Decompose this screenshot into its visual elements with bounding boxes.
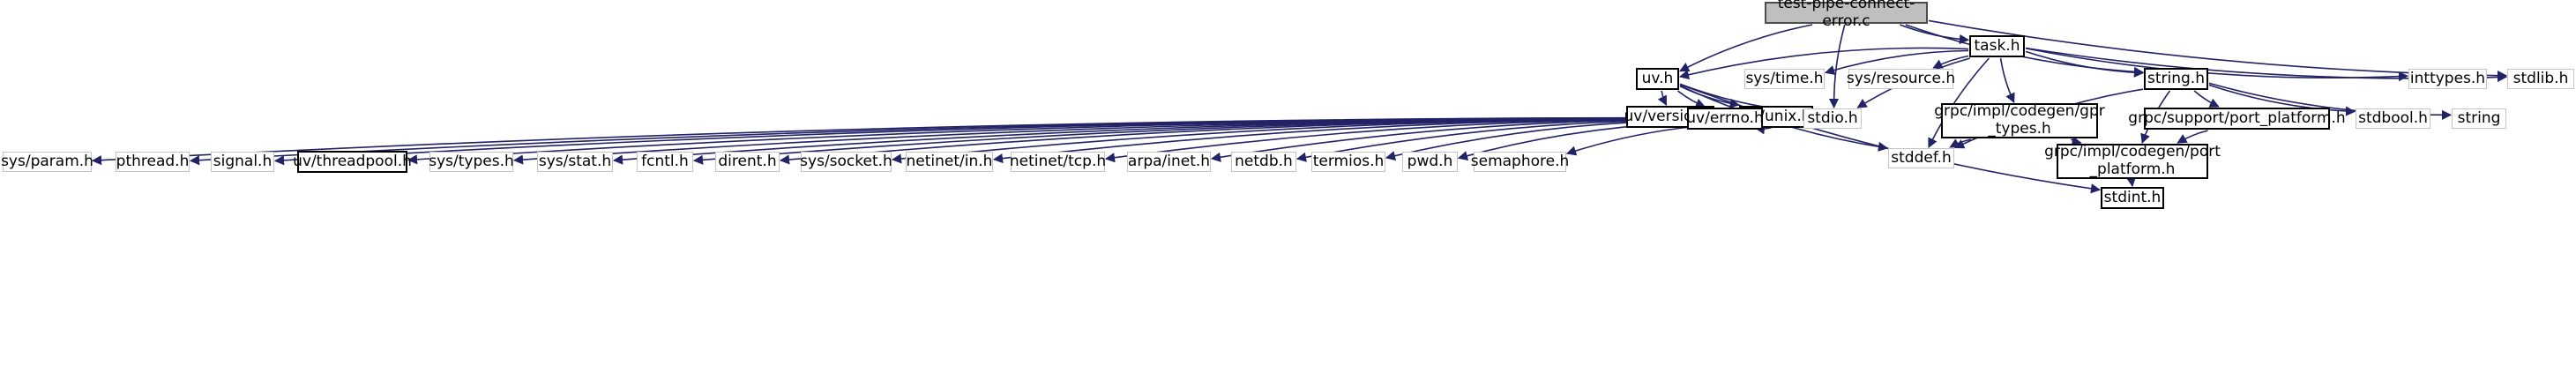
graph-node-uv-h[interactable]: uv.h — [1636, 68, 1679, 90]
graph-edge — [2025, 48, 2409, 82]
graph-node-string-h[interactable]: string.h — [2144, 68, 2208, 90]
graph-edge — [1679, 24, 1813, 72]
graph-node-netinet-in-h[interactable]: netinet/in.h — [906, 152, 993, 172]
graph-node-sys-stat-h[interactable]: sys/stat.h — [537, 152, 613, 172]
graph-node-stdlib-h[interactable]: stdlib.h — [2507, 69, 2574, 89]
graph-node-pwd-h[interactable]: pwd.h — [1402, 152, 1458, 172]
graph-node-task-h[interactable]: task.h — [1969, 35, 2025, 57]
graph-node-pthread-h[interactable]: pthread.h — [116, 152, 190, 172]
graph-node-fcntl-h[interactable]: fcntl.h — [637, 152, 693, 172]
graph-node-signal-h[interactable]: signal.h — [211, 152, 274, 172]
graph-node-uv-errno-h[interactable]: uv/errno.h — [1686, 108, 1764, 130]
graph-edge — [2071, 136, 2082, 146]
graph-node-netinet-tcp-h[interactable]: netinet/tcp.h — [1010, 152, 1106, 172]
graph-edge — [1928, 57, 1990, 149]
graph-node-stdio-h[interactable]: stdio.h — [1803, 108, 1862, 129]
graph-node-stdint-h[interactable]: stdint.h — [2101, 187, 2164, 209]
graph-node-sys-param-h[interactable]: sys/param.h — [1, 152, 93, 172]
graph-edge — [1949, 138, 1972, 148]
graph-edge — [1999, 57, 2015, 104]
graph-edge — [2177, 130, 2208, 144]
graph-node-sys-time-h[interactable]: sys/time.h — [1744, 69, 1825, 89]
graph-edge — [1678, 47, 1969, 80]
graph-edge — [1657, 90, 1668, 107]
graph-node-stdbool-h[interactable]: stdbool.h — [2356, 108, 2430, 129]
graph-node-netdb-h[interactable]: netdb.h — [1231, 152, 1296, 172]
graph-edge — [1824, 49, 1969, 75]
graph-node-sys-resource-h[interactable]: sys/resource.h — [1847, 69, 1955, 89]
graph-node-inttypes-h[interactable]: inttypes.h — [2408, 69, 2487, 89]
graph-node-termios-h[interactable]: termios.h — [1311, 152, 1385, 172]
graph-node-sys-socket-h[interactable]: sys/socket.h — [800, 152, 892, 172]
graph-node-uv-threadpool-h[interactable]: uv/threadpool.h — [293, 151, 412, 173]
graph-node-string[interactable]: string — [2452, 108, 2506, 129]
graph-edge — [1828, 24, 1846, 109]
graph-edge — [2208, 84, 2356, 116]
graph-edge — [1677, 90, 1706, 108]
graph-node-dirent-h[interactable]: dirent.h — [715, 152, 780, 172]
graph-edge — [1679, 84, 2102, 194]
graph-edge — [2193, 90, 2220, 108]
graph-edge — [2025, 50, 2145, 78]
graph-node-grpc-impl-codegen-port-platform-h[interactable]: grpc/impl/codegen/port _platform.h — [2044, 143, 2221, 179]
graph-node-test-pipe-connect-error-c[interactable]: test-pipe-connect-error.c — [1765, 0, 1928, 29]
graph-edge — [1932, 55, 1969, 69]
graph-node-stddef-h[interactable]: stddef.h — [1888, 148, 1954, 168]
graph-node-semaphore-h[interactable]: semaphore.h — [1471, 152, 1569, 172]
graph-node-arpa-inet-h[interactable]: arpa/inet.h — [1127, 152, 1211, 172]
graph-node-grpc-support-port-platform-h[interactable]: grpc/support/port_platform.h — [2128, 108, 2346, 130]
graph-node-sys-types-h[interactable]: sys/types.h — [429, 152, 514, 172]
graph-node-grpc-impl-codegen-gpr-types-h[interactable]: grpc/impl/codegen/gpr _types.h — [1934, 102, 2105, 138]
